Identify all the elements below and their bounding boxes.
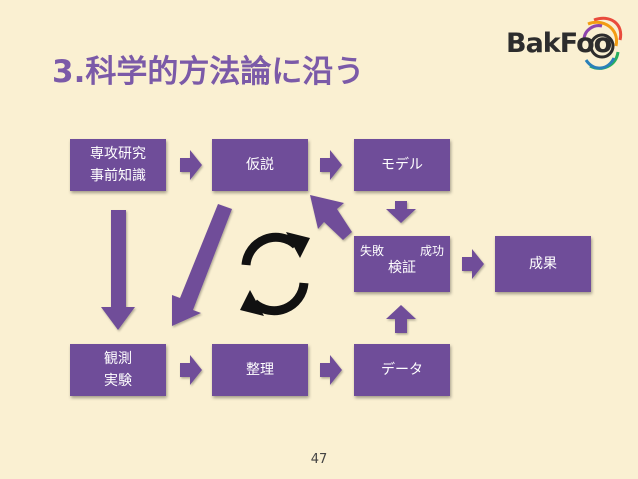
box-hypothesis: 仮説	[212, 139, 308, 191]
logo-mark-icon	[582, 16, 623, 70]
box-verification: 失敗 成功 検証	[354, 236, 450, 292]
arrow-prior-to-observation	[101, 210, 135, 330]
arrow-organize-to-data	[320, 355, 342, 385]
arrow-data-to-verification	[386, 305, 416, 333]
logo-text: BakFoo	[506, 28, 612, 59]
box-data: データ	[354, 344, 450, 396]
arrow-hypothesis-to-observation	[172, 204, 232, 326]
page-number: 47	[310, 452, 328, 467]
box-model: モデル	[354, 139, 450, 191]
arrow-model-to-verification	[386, 201, 416, 223]
arrow-observation-to-organize	[180, 355, 202, 385]
label-failure: 失敗	[360, 244, 385, 258]
arrow-hypothesis-to-model	[320, 150, 342, 180]
label-verification: 検証	[388, 260, 416, 276]
box-organize: 整理	[212, 344, 308, 396]
slide-title: 3.科学的方法論に沿う	[52, 54, 365, 90]
refresh-cycle-icon	[241, 232, 309, 316]
box-prior-knowledge: 専攻研究 事前知識	[70, 139, 166, 191]
label-success: 成功	[419, 244, 444, 258]
box-observation: 観測 実験	[70, 344, 166, 396]
arrow-verification-to-hypothesis	[310, 195, 352, 240]
arrow-prior-to-hypothesis	[180, 150, 202, 180]
box-result: 成果	[495, 236, 591, 292]
arrow-verification-to-result	[462, 249, 484, 279]
bakfoo-logo: BakFoo	[498, 10, 628, 80]
